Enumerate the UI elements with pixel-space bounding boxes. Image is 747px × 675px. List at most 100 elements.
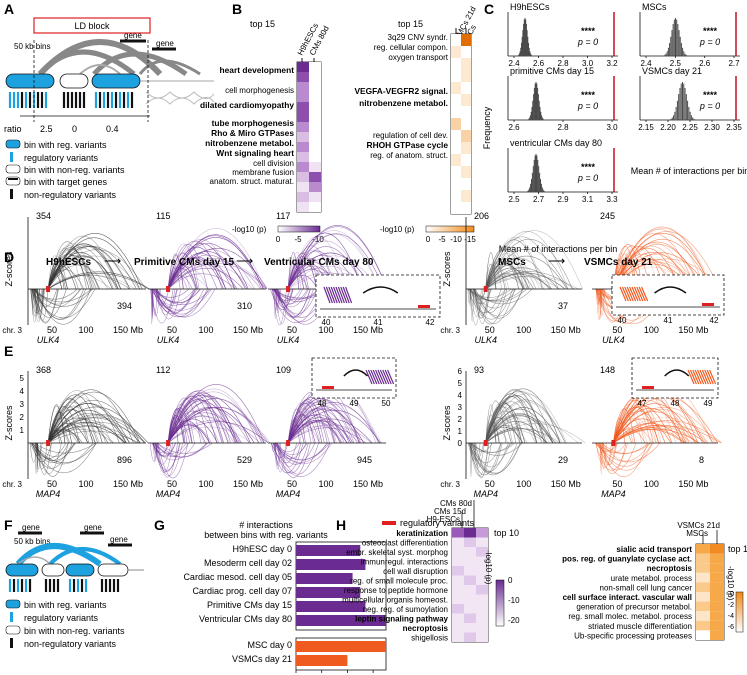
arc-down	[600, 442, 627, 454]
h-left-cell	[464, 537, 476, 547]
arc-down	[151, 442, 196, 461]
c-bar	[525, 19, 527, 56]
gene-name: MAP4	[276, 489, 301, 499]
arc-up	[287, 404, 382, 444]
c-bar	[664, 54, 666, 56]
arc-down	[149, 442, 159, 462]
axis-tick: 50	[287, 479, 297, 489]
arc-up	[167, 243, 249, 290]
arc-up	[485, 414, 500, 444]
h-left-cell	[452, 623, 464, 633]
h-right-cell	[710, 620, 724, 631]
arc-up	[167, 243, 236, 290]
h-right-cell	[696, 582, 710, 592]
arc-up	[613, 244, 643, 290]
c-bar	[670, 36, 672, 56]
arc-down	[595, 442, 619, 452]
h-right-cell	[696, 620, 710, 631]
arc-up	[485, 275, 579, 290]
gene-name: MAP4	[36, 489, 61, 499]
c-bar	[537, 94, 539, 120]
arc-down	[598, 442, 653, 471]
b-right-cell	[451, 166, 461, 178]
arc-up	[167, 264, 253, 290]
arc-up	[287, 401, 340, 444]
arc-up	[47, 256, 119, 290]
c-bar	[528, 118, 530, 120]
y-tick: 6	[458, 367, 463, 376]
reg-variant-mark	[611, 440, 616, 446]
arc-up	[167, 384, 265, 444]
arc-down	[601, 442, 617, 466]
b-right-cell	[451, 202, 461, 214]
count-up: 112	[156, 365, 170, 375]
c-bar	[523, 19, 525, 56]
h-left-term: leptin signaling pathway	[355, 615, 448, 624]
inset-tick: 49	[704, 399, 713, 408]
legend-f-3: bin with non-reg. variants	[24, 626, 125, 636]
c-bar	[531, 55, 533, 56]
d-stage-3: Ventricular CMs day 80	[264, 257, 374, 268]
arc-up	[287, 256, 302, 290]
c-bar	[541, 187, 543, 192]
b-right-term: oxygen transport	[388, 53, 448, 62]
c-bar	[521, 36, 523, 56]
c-tick: 3.1	[582, 195, 594, 204]
inset-tick: 41	[664, 316, 673, 325]
arc-up	[485, 239, 543, 290]
z-score-label: Z-scores	[442, 405, 452, 441]
axis-tick: 100	[319, 479, 334, 489]
f-bin-size: 50 kb bins	[14, 537, 50, 546]
c-bar	[522, 30, 524, 56]
arc-down	[276, 288, 314, 318]
b-left-cell	[309, 192, 321, 202]
h-right-term: non-small cell lung cancer	[600, 583, 693, 592]
arc-up	[613, 425, 699, 444]
h-left-cell	[452, 528, 464, 538]
b-left-term: anatom. struct. maturat.	[210, 177, 294, 186]
c-bar	[540, 183, 542, 192]
b-right-cell	[451, 106, 461, 118]
b-right-cell	[461, 70, 471, 82]
bin-reg-1	[5, 73, 55, 89]
h-scale-left-title: -log10 (p)	[484, 550, 493, 585]
h-right-cell	[710, 563, 724, 573]
c-bar	[687, 100, 689, 120]
arc-up	[613, 245, 638, 290]
c-xlabel-left: Mean # of interactions per bin	[499, 244, 618, 254]
arc-up	[47, 246, 137, 290]
c-bar	[544, 191, 546, 192]
b-left-cell	[309, 182, 321, 192]
arc-down	[151, 288, 205, 318]
c-bar	[528, 47, 530, 56]
c-bar	[682, 47, 684, 56]
arc-up	[613, 244, 704, 290]
arc-down	[156, 442, 189, 458]
gene-label-2: gene	[156, 39, 174, 48]
arc-up	[167, 422, 210, 444]
arc-up	[47, 273, 149, 290]
axis-tick: 100	[199, 479, 214, 489]
reg-variant-mark	[286, 440, 291, 446]
h-left-cell	[476, 623, 488, 633]
arc-up	[287, 256, 318, 290]
arc-up	[47, 245, 92, 290]
c-bar	[524, 18, 526, 56]
c-bar	[676, 19, 678, 56]
arc-up	[47, 262, 98, 290]
ratio-label: ratio	[4, 124, 22, 134]
c-bar	[530, 54, 532, 56]
b-left-cell	[297, 92, 309, 102]
h-left-term: osteoclast differentiation	[362, 539, 448, 548]
axis-tick: 150 Mb	[551, 479, 581, 489]
arc-up	[167, 263, 238, 290]
b-top-left: top 15	[250, 19, 275, 29]
h-left-term: immunregul. interactions	[361, 558, 448, 567]
f-gene-1: gene	[22, 523, 40, 532]
h-left-cell	[464, 594, 476, 604]
arc-up	[167, 228, 265, 290]
